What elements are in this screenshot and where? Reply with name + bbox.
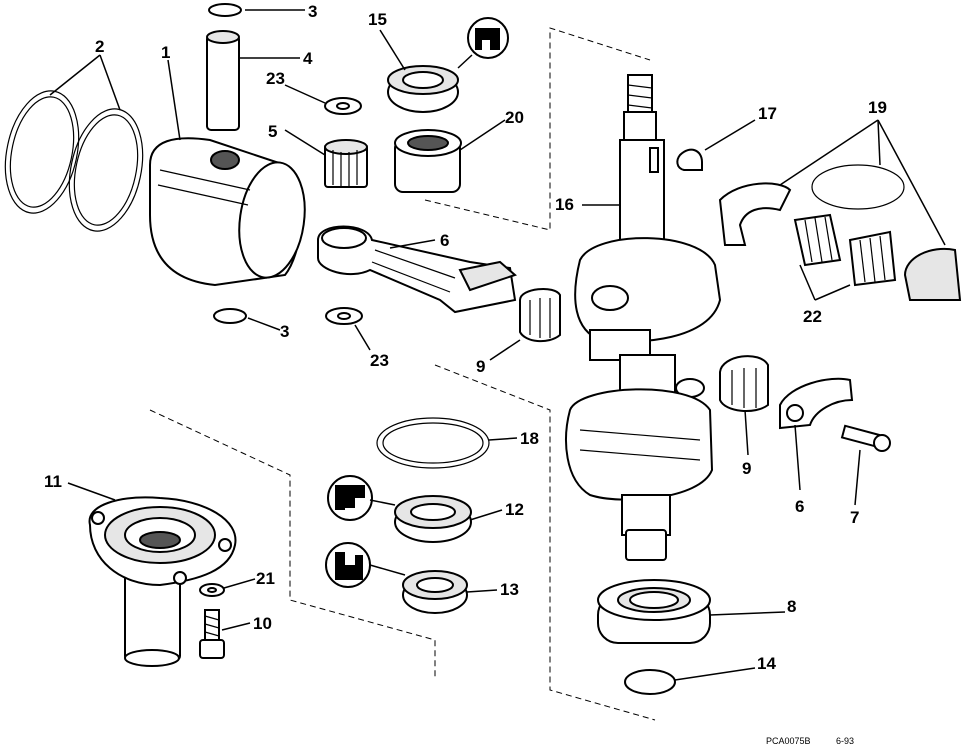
callout-18: 18 [520, 429, 539, 448]
rod-cap-screw [840, 424, 891, 452]
bearing-cage-upper [519, 288, 561, 343]
callout-17: 17 [758, 104, 777, 123]
bearing-half-upper [718, 182, 792, 246]
piston-rings [4, 90, 144, 232]
thrust-washer-bottom [325, 307, 363, 325]
seal-direction-icon [325, 542, 371, 588]
callout-5: 5 [268, 122, 277, 141]
lower-bearing-housing [88, 496, 237, 667]
connecting-rod [317, 225, 517, 314]
retainer-ring-top [208, 3, 242, 17]
piston [149, 137, 306, 287]
callout-11: 11 [44, 472, 62, 491]
callout-9-left: 9 [476, 357, 485, 376]
lower-ball-bearing [597, 579, 711, 644]
rod-cap [779, 377, 854, 430]
seal-direction-icon [327, 475, 373, 521]
upper-roller-bearing [394, 129, 462, 193]
bearing-retainer-ring [811, 164, 905, 210]
callout-2: 2 [95, 37, 104, 56]
callout-13: 13 [500, 580, 519, 599]
leader-lines [49, 9, 946, 681]
callout-14: 14 [757, 654, 776, 673]
callout-8: 8 [787, 597, 796, 616]
callout-7: 7 [850, 508, 859, 527]
lower-seal-12 [394, 495, 472, 543]
woodruff-key [676, 148, 703, 171]
callout-6-rod: 6 [440, 231, 449, 250]
callout-19: 19 [868, 98, 887, 117]
retainer-ring-bottom [213, 308, 247, 324]
callout-9-right: 9 [742, 459, 751, 478]
thrust-washer-top [324, 97, 362, 115]
piston-pin [206, 30, 240, 131]
crankshaft-seal-upper [387, 65, 459, 113]
needle-bearing [324, 139, 368, 188]
callout-6-cap: 6 [795, 497, 804, 516]
bearing-half-lower [903, 247, 962, 301]
main-bearing-cages [793, 213, 897, 287]
callout-3-top: 3 [308, 2, 317, 21]
callout-4: 4 [303, 49, 313, 68]
lockwasher [199, 583, 225, 597]
bearing-cage-lower [719, 355, 769, 412]
callout-12: 12 [505, 500, 524, 519]
callout-23-bottom: 23 [370, 351, 389, 370]
housing-screw [199, 609, 225, 659]
retaining-ring-14 [624, 669, 676, 695]
callout-labels: 1 2 3 3 4 5 6 6 7 8 9 9 10 11 12 13 14 1… [44, 2, 887, 673]
crankshaft [565, 74, 722, 561]
callout-15: 15 [368, 10, 387, 29]
callout-16: 16 [555, 195, 574, 214]
callout-23-top: 23 [266, 69, 285, 88]
callout-10: 10 [253, 614, 272, 633]
callout-1: 1 [161, 43, 170, 62]
drawing-reference-code: PCA0075B [766, 736, 811, 746]
assembly-guide-lines [149, 27, 656, 721]
callout-20: 20 [505, 108, 524, 127]
callout-22: 22 [803, 307, 822, 326]
seal-direction-icon [467, 17, 509, 59]
callout-3-bottom: 3 [280, 322, 289, 341]
o-ring [376, 417, 490, 469]
lower-seal-13 [402, 570, 468, 614]
callout-21: 21 [256, 569, 275, 588]
drawing-date: 6-93 [836, 736, 854, 746]
